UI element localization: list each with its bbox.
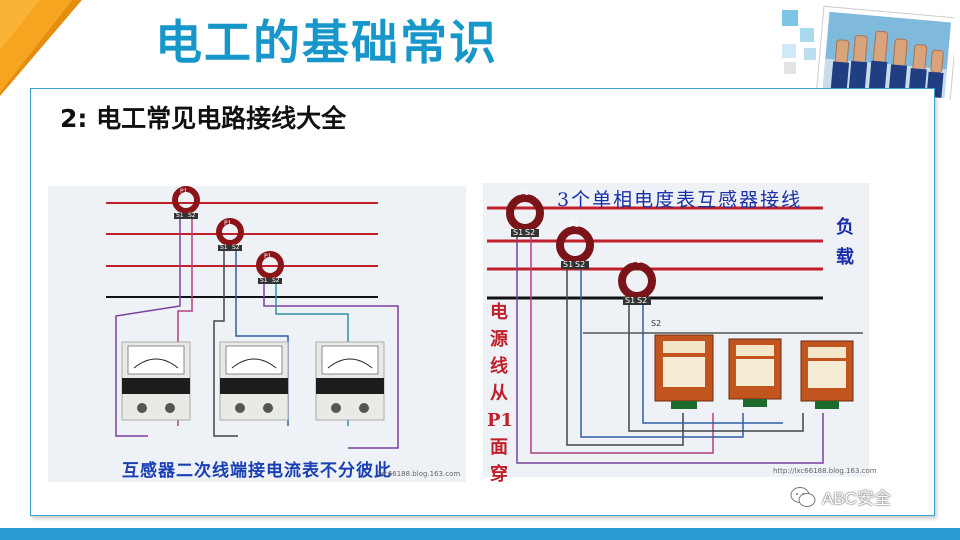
right-watermark: http://lxc66188.blog.163.com — [773, 467, 877, 475]
section-subtitle: 2: 电工常见电路接线大全 — [60, 104, 347, 133]
svg-text:S1: S1 — [625, 296, 635, 305]
svg-text:P1: P1 — [519, 188, 529, 197]
svg-text:P1: P1 — [569, 220, 579, 229]
current-transformer-3 — [256, 251, 284, 284]
right-diagram-title: 3个单相电度表互感器接线 — [557, 189, 803, 211]
svg-text:P1: P1 — [180, 188, 188, 195]
brand-name: ABC安全 — [822, 489, 891, 508]
svg-text:S2: S2 — [651, 319, 661, 328]
ammeter-3 — [315, 341, 385, 421]
bottom-bar — [0, 528, 960, 540]
ammeter-1 — [121, 341, 191, 421]
energy-ct-1 — [506, 194, 544, 237]
ammeter-2 — [219, 341, 289, 421]
energy-meter-2 — [728, 338, 782, 407]
svg-text:S2: S2 — [272, 277, 280, 284]
svg-text:P1: P1 — [224, 220, 232, 227]
energy-meter-3 — [800, 340, 854, 409]
energy-meter-1 — [654, 334, 714, 409]
energy-ct-2 — [556, 226, 594, 269]
svg-text:S2: S2 — [637, 296, 647, 305]
current-transformer-1 — [172, 186, 200, 219]
current-transformer-2 — [216, 218, 244, 251]
svg-text:S1: S1 — [513, 228, 523, 237]
left-diagram-caption: 互感器二次线端接电流表不分彼此 — [122, 461, 392, 481]
energy-ct-3 — [618, 262, 656, 305]
svg-text:S1: S1 — [220, 244, 228, 251]
source-label: 电 源 线 从 P1 面 穿 — [487, 302, 514, 485]
svg-text:S1: S1 — [176, 212, 184, 219]
page-title: 电工的基础常识 — [155, 16, 498, 71]
svg-text:S1: S1 — [260, 277, 268, 284]
svg-text:P1: P1 — [264, 253, 272, 260]
svg-text:S2: S2 — [188, 212, 196, 219]
svg-text:S2: S2 — [575, 260, 585, 269]
svg-text:P1: P1 — [631, 256, 641, 265]
left-watermark: lxc66188.blog.163.com — [378, 470, 461, 478]
corner-decoration — [0, 0, 82, 96]
load-label: 负 载 — [836, 217, 854, 268]
teamwork-thumbs-up-image — [782, 5, 954, 100]
svg-text:S2: S2 — [525, 228, 535, 237]
svg-text:S2: S2 — [232, 244, 240, 251]
brand-logo: ABC安全 — [790, 484, 891, 509]
svg-text:S1: S1 — [563, 260, 573, 269]
wechat-icon — [790, 486, 816, 507]
